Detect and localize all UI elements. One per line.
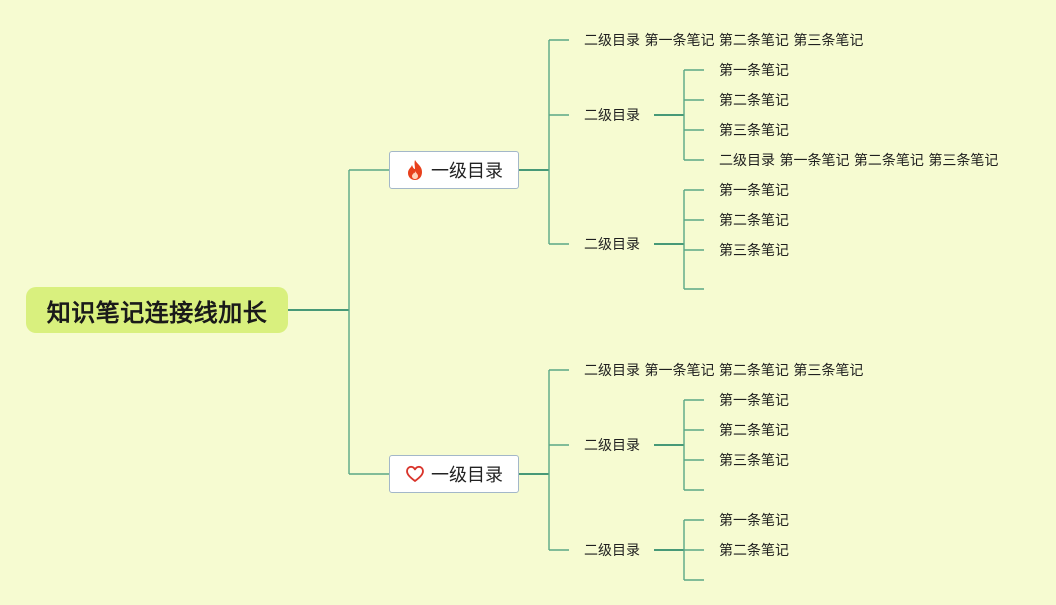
subtopic-1-2[interactable]: 二级目录 xyxy=(584,108,640,124)
subtopic-1-3[interactable]: 二级目录 xyxy=(584,237,640,253)
note-2-2-3[interactable]: 第三条笔记 xyxy=(719,453,789,469)
branch-topic-1[interactable]: 一级目录 xyxy=(389,151,519,189)
subtopic-2-1[interactable]: 二级目录 第一条笔记 第二条笔记 第三条笔记 xyxy=(584,363,864,379)
note-1-3-2[interactable]: 第二条笔记 xyxy=(719,213,789,229)
root-topic-label: 知识笔记连接线加长 xyxy=(46,298,268,327)
note-1-2-3[interactable]: 第三条笔记 xyxy=(719,123,789,139)
root-topic[interactable]: 知识笔记连接线加长 xyxy=(26,287,288,333)
note-2-3-1[interactable]: 第一条笔记 xyxy=(719,513,789,529)
note-1-2-4[interactable]: 二级目录 第一条笔记 第二条笔记 第三条笔记 xyxy=(719,153,999,169)
note-1-2-2[interactable]: 第二条笔记 xyxy=(719,93,789,109)
heart-icon xyxy=(405,463,425,485)
branch-topic-2[interactable]: 一级目录 xyxy=(389,455,519,493)
note-1-2-1[interactable]: 第一条笔记 xyxy=(719,63,789,79)
note-2-2-2[interactable]: 第二条笔记 xyxy=(719,423,789,439)
note-1-3-1[interactable]: 第一条笔记 xyxy=(719,183,789,199)
fire-icon xyxy=(405,159,425,181)
branch-topic-1-label: 一级目录 xyxy=(431,161,503,182)
subtopic-2-3[interactable]: 二级目录 xyxy=(584,543,640,559)
branch-topic-2-label: 一级目录 xyxy=(431,465,503,486)
subtopic-2-2[interactable]: 二级目录 xyxy=(584,438,640,454)
subtopic-1-1[interactable]: 二级目录 第一条笔记 第二条笔记 第三条笔记 xyxy=(584,33,864,49)
note-2-3-2[interactable]: 第二条笔记 xyxy=(719,543,789,559)
note-2-2-1[interactable]: 第一条笔记 xyxy=(719,393,789,409)
note-1-3-3[interactable]: 第三条笔记 xyxy=(719,243,789,259)
